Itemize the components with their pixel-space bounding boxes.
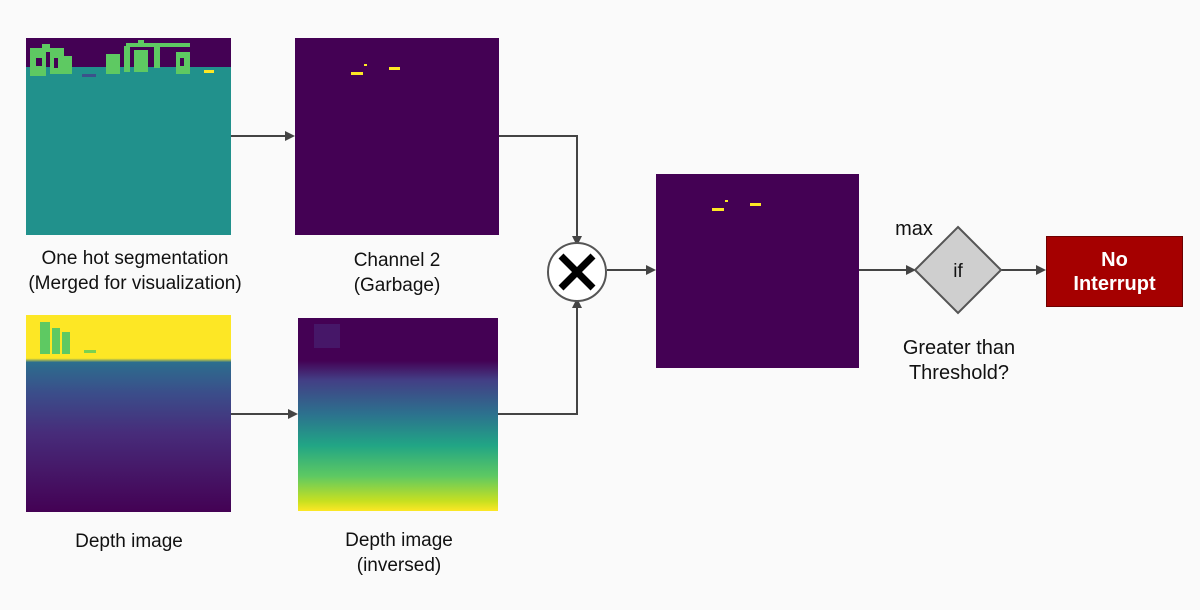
channel2-label-line1: Channel 2 (353, 250, 441, 271)
depth-label: Depth image (44, 529, 214, 554)
no-interrupt-line1: No (1101, 248, 1128, 271)
threshold-label: Greater than Threshold? (874, 336, 1044, 386)
depth-inversed-label: Depth image (inversed) (324, 528, 474, 578)
if-diamond (913, 225, 1003, 315)
arrow-channel2-to-multiply (499, 135, 582, 246)
no-interrupt-line2: Interrupt (1073, 272, 1156, 295)
arrow-inversed-to-multiply (498, 298, 582, 415)
threshold-label-line1: Greater than (902, 337, 1016, 359)
depth-inversed-image (298, 318, 498, 511)
depth-image (26, 315, 231, 512)
channel2-label: Channel 2 (Garbage) (322, 248, 472, 298)
segmentation-label-line1: One hot segmentation (41, 248, 229, 269)
depth-label-line1: Depth image (75, 531, 183, 552)
depth-inversed-label-line2: (inversed) (356, 555, 442, 576)
no-interrupt-box: No Interrupt (1046, 236, 1183, 307)
channel2-image (295, 38, 499, 235)
depth-inversed-label-line1: Depth image (345, 530, 453, 551)
arrows (231, 131, 1046, 419)
if-label: if (953, 261, 963, 282)
threshold-label-line2: Threshold? (908, 362, 1010, 384)
segmentation-label-line2: (Merged for visualization) (28, 273, 242, 294)
segmentation-label: One hot segmentation (Merged for visuali… (15, 246, 255, 296)
product-image (656, 174, 859, 368)
multiply-icon (547, 242, 607, 302)
max-label: max (895, 218, 933, 240)
segmentation-image (26, 38, 231, 235)
channel2-label-line2: (Garbage) (353, 275, 441, 296)
